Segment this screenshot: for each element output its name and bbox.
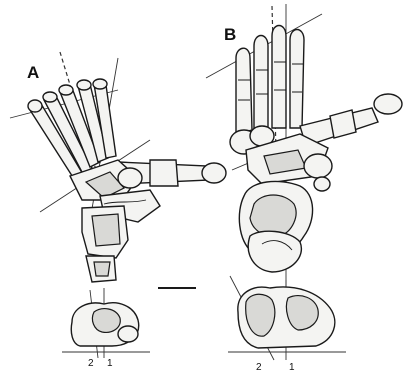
panel-a-hindfoot <box>82 206 128 282</box>
panel-a: A <box>10 52 226 369</box>
panel-b-axis-label-1: 1 <box>289 362 295 373</box>
panel-b-lesser-rays <box>230 26 304 155</box>
panel-b-hindfoot <box>239 181 312 272</box>
panel-b-hallux <box>300 94 402 146</box>
panel-a-cross-section: 2 1 <box>62 288 150 369</box>
panel-b-label: B <box>224 25 236 44</box>
panel-a-label: A <box>27 63 39 82</box>
panel-a-axis-label-1: 1 <box>107 358 113 369</box>
panel-b-cross-section: 2 1 <box>228 276 346 373</box>
panel-b: B <box>206 4 402 373</box>
panel-b-axis-label-2: 2 <box>256 362 262 373</box>
panel-a-axis-label-2: 2 <box>88 358 94 369</box>
